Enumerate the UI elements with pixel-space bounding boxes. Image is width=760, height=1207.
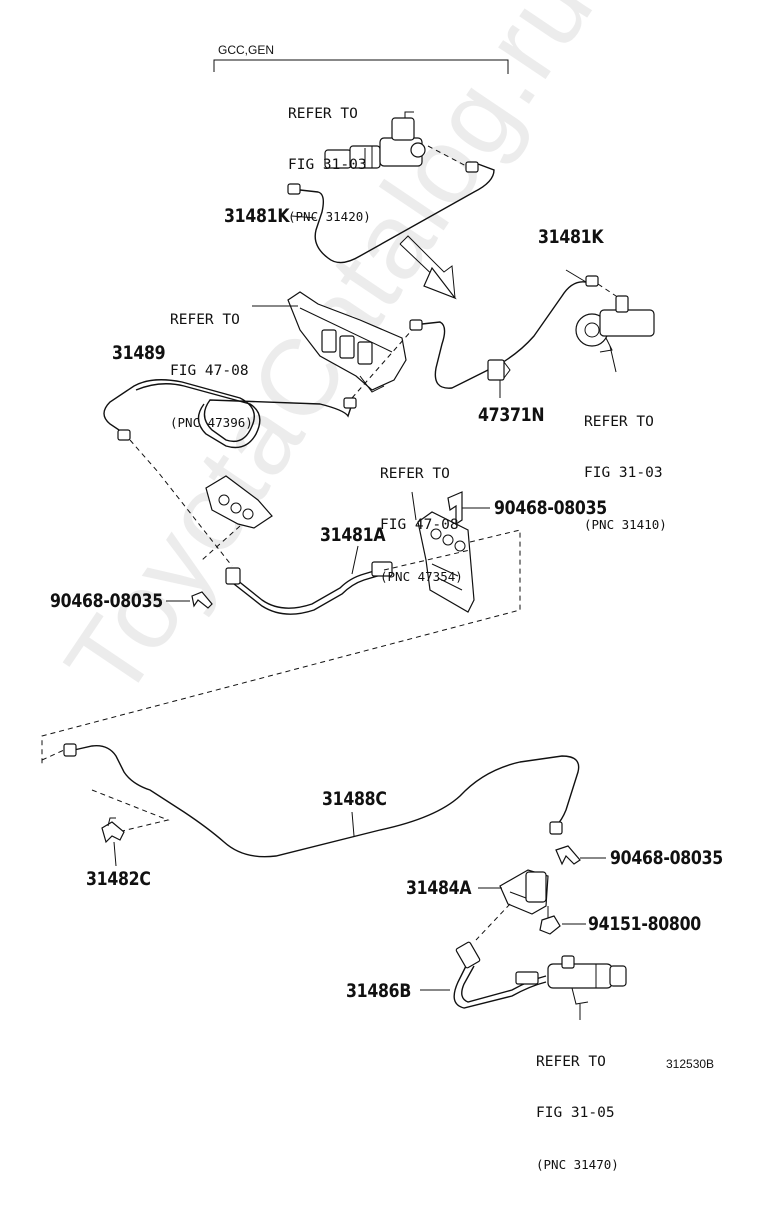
ref-line-1: REFER TO: [380, 466, 450, 482]
parts-diagram: ToyotaCatalog.ru: [41, 0, 723, 1172]
master-cylinder-top: [324, 111, 426, 169]
part-label-90468-08035-right: 90468-08035: [610, 847, 723, 869]
ref-line-1: REFER TO: [170, 312, 240, 328]
ref-line-2: FIG 31-03: [288, 157, 367, 173]
clip-47371n: [487, 359, 511, 381]
ref-fig-47-08-a: REFER TO FIG 47-08 (PNC 47396): [170, 278, 253, 465]
pipe-31481k-top: [299, 163, 495, 264]
ref-line-2: FIG 47-08: [380, 517, 459, 533]
ref-line-2: FIG 47-08: [170, 363, 249, 379]
part-label-90468-08035-left: 90468-08035: [50, 590, 163, 612]
ref-pnc: (PNC 31410): [584, 517, 667, 532]
bracket-plate-left: [205, 475, 273, 529]
bolt-94151: [539, 915, 561, 935]
part-label-31481a: 31481A: [320, 524, 386, 546]
ref-pnc: (PNC 31470): [536, 1157, 619, 1172]
part-label-31486b: 31486B: [346, 980, 412, 1002]
bracket-assembly: [287, 291, 407, 393]
part-label-94151-80800: 94151-80800: [588, 913, 701, 935]
ref-line-1: REFER TO: [288, 106, 358, 122]
ref-line-1: REFER TO: [536, 1054, 606, 1070]
hose-31481a: [231, 567, 385, 609]
release-cylinder-bottom: [547, 955, 627, 1005]
part-label-31484a: 31484A: [406, 877, 472, 899]
part-label-31481k-top: 31481K: [224, 205, 290, 227]
diagram-drawing: [41, 59, 655, 1020]
bracket-plate-right: [417, 511, 475, 613]
ref-fig-47-08-b: REFER TO FIG 47-08 (PNC 47354): [380, 432, 463, 619]
pipe-31481k-right: [421, 281, 587, 389]
ref-fig-31-05: REFER TO FIG 31-05 (PNC 31470): [536, 1020, 619, 1207]
ref-fig-31-03-b: REFER TO FIG 31-03 (PNC 31410): [584, 380, 667, 567]
ref-fig-31-03-a: REFER TO FIG 31-03 (PNC 31420): [288, 72, 371, 259]
release-cylinder-top: [575, 295, 655, 353]
clamp-31482c: [101, 817, 125, 844]
part-label-47371n: 47371N: [478, 404, 545, 426]
gcc-bracket: [213, 59, 509, 74]
part-label-31482c: 31482C: [86, 868, 151, 890]
part-label-90468-08035-upper: 90468-08035: [494, 497, 607, 519]
ref-pnc: (PNC 47396): [170, 415, 253, 430]
gcc-label: GCC,GEN: [218, 43, 275, 57]
hose-31486b: [453, 961, 547, 1009]
ref-pnc: (PNC 47354): [380, 569, 463, 584]
ref-line-2: FIG 31-03: [584, 465, 663, 481]
part-label-31489: 31489: [112, 342, 166, 364]
pipe-31489: [103, 379, 353, 443]
ref-pnc: (PNC 31420): [288, 209, 371, 224]
part-label-31488c: 31488C: [322, 788, 387, 810]
figure-code: 312530B: [666, 1057, 715, 1071]
ref-line-1: REFER TO: [584, 414, 654, 430]
bracket-31484a: [499, 869, 549, 915]
pipe-31488c: [73, 745, 580, 858]
part-label-31481k-right: 31481K: [538, 226, 604, 248]
ref-line-2: FIG 31-05: [536, 1105, 615, 1121]
